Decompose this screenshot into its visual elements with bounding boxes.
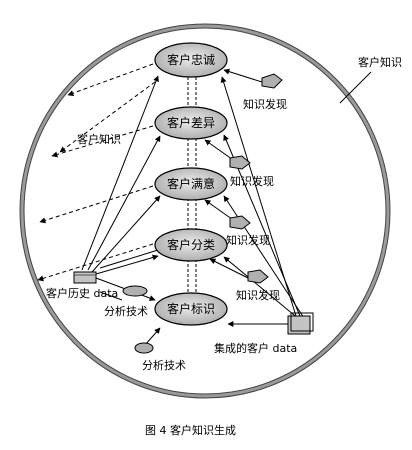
integrated-data-icon [287,312,314,335]
node-loyalty: 客户忠诚 [154,42,228,78]
label-discovery-3: 知识发现 [226,233,270,247]
outer-circle [20,24,390,398]
label-discovery-4: 知识发现 [236,288,280,302]
discovery-shape-3 [229,215,251,230]
discovery-shape-2 [229,155,251,170]
analysis-blob-2 [134,342,154,354]
history-data-links [81,75,161,301]
svg-text:客户忠诚: 客户忠诚 [167,52,215,67]
figure-caption: 图 4 客户知识生成 [145,423,236,437]
label-discovery-1: 知识发现 [243,97,287,111]
history-data-icon [73,271,97,284]
outer-label-pointer [339,71,372,104]
node-classification: 客户分类 [154,228,228,262]
left-dashed-arrows [37,63,156,282]
node-identification: 客户标识 [154,292,228,326]
label-discovery-2: 知识发现 [230,174,274,188]
discovery-shape-4 [247,269,269,284]
label-history-data: 客户历史 data [46,286,118,300]
svg-text:客户满意: 客户满意 [167,176,215,191]
label-integrated-data: 集成的客户 data [214,341,297,355]
label-analysis-tech-1: 分析技术 [104,304,148,318]
svg-text:客户差异: 客户差异 [167,115,215,130]
integrated-data-links [220,76,305,327]
discovery-arrows [99,68,263,346]
discovery-shapes [122,73,283,354]
label-customer-knowledge: 客户知识 [77,132,121,146]
vertical-dashed-links [187,77,197,295]
svg-text:客户分类: 客户分类 [167,237,215,252]
label-analysis-tech-2: 分析技术 [142,358,186,372]
node-satisfaction: 客户满意 [154,167,228,201]
analysis-blob-1 [122,285,148,297]
node-difference: 客户差异 [154,106,228,140]
discovery-shape-1 [261,73,283,89]
outer-label: 客户知识 [358,55,402,69]
svg-text:客户标识: 客户标识 [167,301,215,316]
